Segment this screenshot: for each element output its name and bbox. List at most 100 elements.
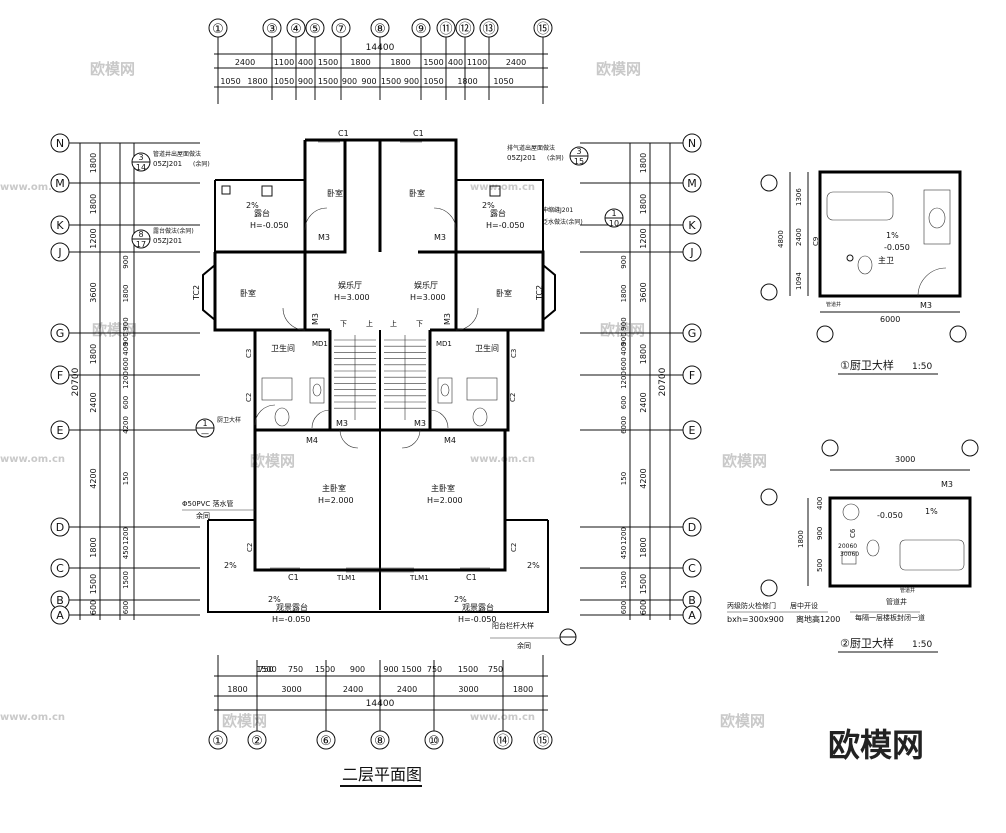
dimension-value: 1050: [220, 77, 240, 86]
detail2-note1b: 居中开设: [790, 601, 818, 610]
room-name: 娱乐厅: [414, 280, 438, 290]
watermark-brand: 欧模网: [222, 712, 267, 730]
door-md1-label: MD1: [312, 340, 328, 348]
detail2-pipe-tag: 管道井: [900, 587, 915, 594]
window-c2-label: C2: [245, 393, 253, 402]
detail2-width: 3000: [895, 455, 915, 464]
axis-label: D: [688, 521, 696, 534]
callout-number: 1: [611, 209, 616, 218]
dimension-value: 1500: [401, 665, 421, 674]
axis-label: N: [56, 137, 64, 150]
dimension-value: 1200: [639, 228, 648, 248]
dimension-value: 1500: [381, 77, 401, 86]
dimension-value: 1500: [89, 574, 98, 594]
room-name: 露台: [490, 208, 506, 218]
axis-label: ⑪: [439, 22, 452, 37]
dimension-value: 2400: [506, 58, 526, 67]
watermark-brand: 欧模网: [92, 321, 137, 339]
window-c2-label: C2: [510, 543, 518, 552]
dimension-value: 900: [620, 317, 628, 330]
dimension-value: 1800: [639, 194, 648, 214]
axis-label: ①: [212, 22, 224, 37]
door-m3-label: M3: [414, 419, 426, 428]
detail2-scale: 1:50: [912, 640, 932, 650]
axis-label: B: [56, 594, 64, 607]
dimension-value: 600: [122, 396, 130, 409]
callout-number: 8: [138, 230, 143, 239]
dimension-value: 1100: [467, 58, 487, 67]
brand-logo-text: 欧模网: [828, 726, 924, 764]
dimension-value: 1500: [423, 58, 443, 67]
dimension-value: 3600: [639, 282, 648, 302]
dimension-value: 1800: [122, 285, 130, 303]
callout-number: 3: [138, 153, 143, 162]
detail2-window: C6: [849, 528, 857, 538]
detail2-door: M3: [941, 480, 953, 489]
dimension-value: 1500: [639, 574, 648, 594]
axis-label: ⑬: [482, 22, 495, 37]
callout-number: 1: [202, 419, 207, 428]
room-name: 卧室: [240, 288, 256, 298]
dimension-value: 600: [89, 600, 98, 615]
dimension-value: 150: [620, 472, 628, 485]
building-walls: [202, 138, 556, 613]
detail1-elev: -0.050: [884, 243, 910, 252]
callout-number: 3: [576, 147, 581, 156]
dimension-value: 900: [620, 255, 628, 268]
window-tc2-label: TC2: [192, 285, 201, 301]
callout-text: 管道井出屋面做法: [153, 150, 201, 158]
slope-label: 2%: [527, 561, 540, 570]
dimension-value: 2400: [235, 58, 255, 67]
axis-label: ⑧: [374, 734, 386, 749]
axis-label: N: [688, 137, 696, 150]
axis-label: M: [687, 177, 697, 190]
dimension-value: 6000: [620, 416, 628, 434]
axis-label: J: [689, 246, 693, 259]
watermark-brand: 欧模网: [720, 712, 765, 730]
axis-label: ⑦: [335, 22, 347, 37]
dimension-value: 900: [298, 77, 313, 86]
axis-label: K: [688, 219, 696, 232]
dimension-value: 600: [122, 601, 130, 614]
dimension-value: 1800: [513, 685, 533, 694]
dimension-value: 1500: [318, 58, 338, 67]
window-tc2-label: TC2: [535, 285, 544, 301]
window-c1-label: C1: [288, 573, 299, 582]
callout-note: (余同): [547, 154, 564, 162]
room-name: 卧室: [496, 288, 512, 298]
dimension-value: 150: [122, 472, 130, 485]
detail1-slope: 1%: [886, 231, 899, 240]
watermark-brand: 欧模网: [596, 60, 641, 78]
stair-up-label: 上: [366, 319, 373, 328]
dimension-value: 600: [620, 396, 628, 409]
drain-pipe-note: 余同: [196, 511, 210, 520]
room-labels: 卧室卧室露台H=-0.0502%露台H=-0.0502%卧室卧室娱乐厅H=3.0…: [240, 188, 525, 624]
detail-2: 3000 M3 -0.050 1% 400 900 500 1800 20060…: [727, 439, 979, 653]
detail1-room: 主卫: [878, 255, 894, 265]
dimension-value: 900: [350, 665, 365, 674]
dimension-value: 600: [620, 601, 628, 614]
detail1-dim: 1094: [795, 272, 803, 290]
door-tlm1-label: TLM1: [336, 574, 356, 582]
room-slope: 2%: [246, 201, 259, 210]
detail1-door: M3: [920, 301, 932, 310]
room-name: 观景露台: [462, 602, 494, 612]
dimension-value: 900: [122, 255, 130, 268]
callout-ref: 05ZJ201: [153, 160, 182, 168]
callout-ref: 05ZJ201: [507, 154, 536, 162]
detail2-slope: 1%: [925, 507, 938, 516]
dimension-value: 1200: [89, 228, 98, 248]
dimension-value: 3000: [281, 685, 301, 694]
door-m3-label: M3: [434, 233, 446, 242]
dimension-value: 600: [620, 357, 628, 370]
stair-up-label: 上: [390, 319, 397, 328]
dimension-value: 1800: [247, 77, 267, 86]
axis-label: D: [56, 521, 64, 534]
dimension-value: 400: [620, 342, 628, 355]
dimension-value: 4200: [89, 468, 98, 488]
dimension-value: 1800: [89, 194, 98, 214]
dimension-value: 900: [122, 332, 130, 345]
